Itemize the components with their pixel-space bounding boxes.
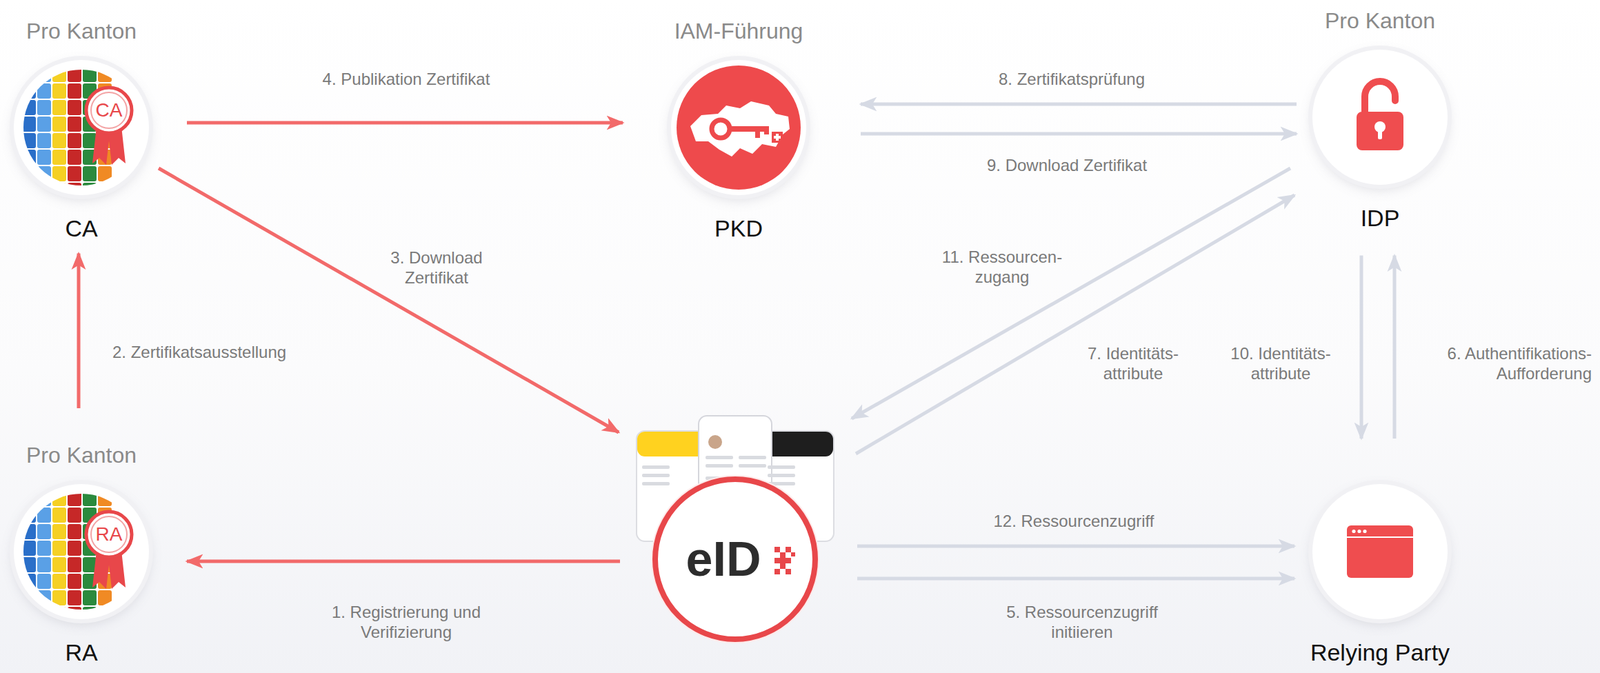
connector-arrow [855, 195, 1295, 454]
node-heading: Pro Kanton [1324, 8, 1436, 34]
connector-arrow [186, 560, 620, 564]
connector-arrow [860, 132, 1297, 136]
node-heading: Pro Kanton [26, 443, 137, 468]
connector-arrow [77, 253, 81, 409]
node-icon [1312, 49, 1448, 185]
node-name: CA [64, 215, 98, 242]
edge-label: 1. Registrierung und Verifizierung [316, 602, 496, 643]
node-box: Pro KantonIDP [1297, 8, 1463, 232]
node-circle [1312, 484, 1448, 620]
connector-arrow [857, 577, 1295, 581]
badge-text: CA [95, 100, 123, 120]
node-box: IAM-FührungPKD [655, 19, 822, 243]
edge-label: 6. Authentifikations- Aufforderung [1405, 344, 1592, 385]
node-circle: RA [13, 484, 149, 620]
node-box: Relying Party [1297, 484, 1463, 666]
node-name: RA [64, 640, 98, 666]
edge-label: 7. Identitäts- attribute [1064, 344, 1203, 385]
connector-arrow [860, 102, 1297, 107]
node-name: IDP [1360, 205, 1400, 232]
badge-text: RA [95, 524, 123, 545]
edge-label: 5. Ressourcenzugriff initiieren [992, 602, 1172, 643]
node-icon [13, 484, 149, 620]
node-circle: CA [13, 60, 149, 196]
connector-arrow [1393, 255, 1397, 439]
connector-arrow [158, 168, 619, 433]
node-circle [1312, 49, 1448, 185]
node-name: Relying Party [1310, 640, 1450, 666]
edge-label: 8. Zertifikatsprüfung [998, 69, 1145, 90]
edge-label: 12. Ressourcenzugriff [993, 511, 1154, 532]
node-heading: IAM-Führung [674, 19, 804, 44]
node-name: PKD [714, 215, 763, 242]
node-icon [1312, 484, 1448, 620]
eid-illustration [621, 410, 849, 649]
connector-arrow [857, 544, 1295, 549]
edge-label: 10. Identitäts- attribute [1208, 344, 1354, 385]
node-heading: Pro Kanton [26, 19, 137, 44]
edge-label: 2. Zertifikatsausstellung [112, 342, 287, 363]
node-box: Pro KantonRA RA [5, 443, 158, 667]
node-circle [671, 60, 807, 196]
node-box: Pro KantonCA CA [5, 19, 158, 243]
node-icon [671, 60, 807, 196]
edge-label: 4. Publikation Zertifikat [322, 69, 491, 90]
logo-text: eID [686, 535, 762, 584]
edge-label: 9. Download Zertifikat [986, 155, 1147, 176]
eid-logo-area: eID [621, 410, 849, 649]
connector-arrow [186, 121, 623, 125]
node-icon [13, 60, 149, 196]
node-box: eID [621, 410, 849, 649]
edge-label: 3. Download Zertifikat [384, 248, 489, 289]
connector-arrow [851, 168, 1291, 419]
edge-label: 11. Ressourcen- zugang [929, 247, 1075, 288]
connector-arrow [1360, 255, 1364, 439]
